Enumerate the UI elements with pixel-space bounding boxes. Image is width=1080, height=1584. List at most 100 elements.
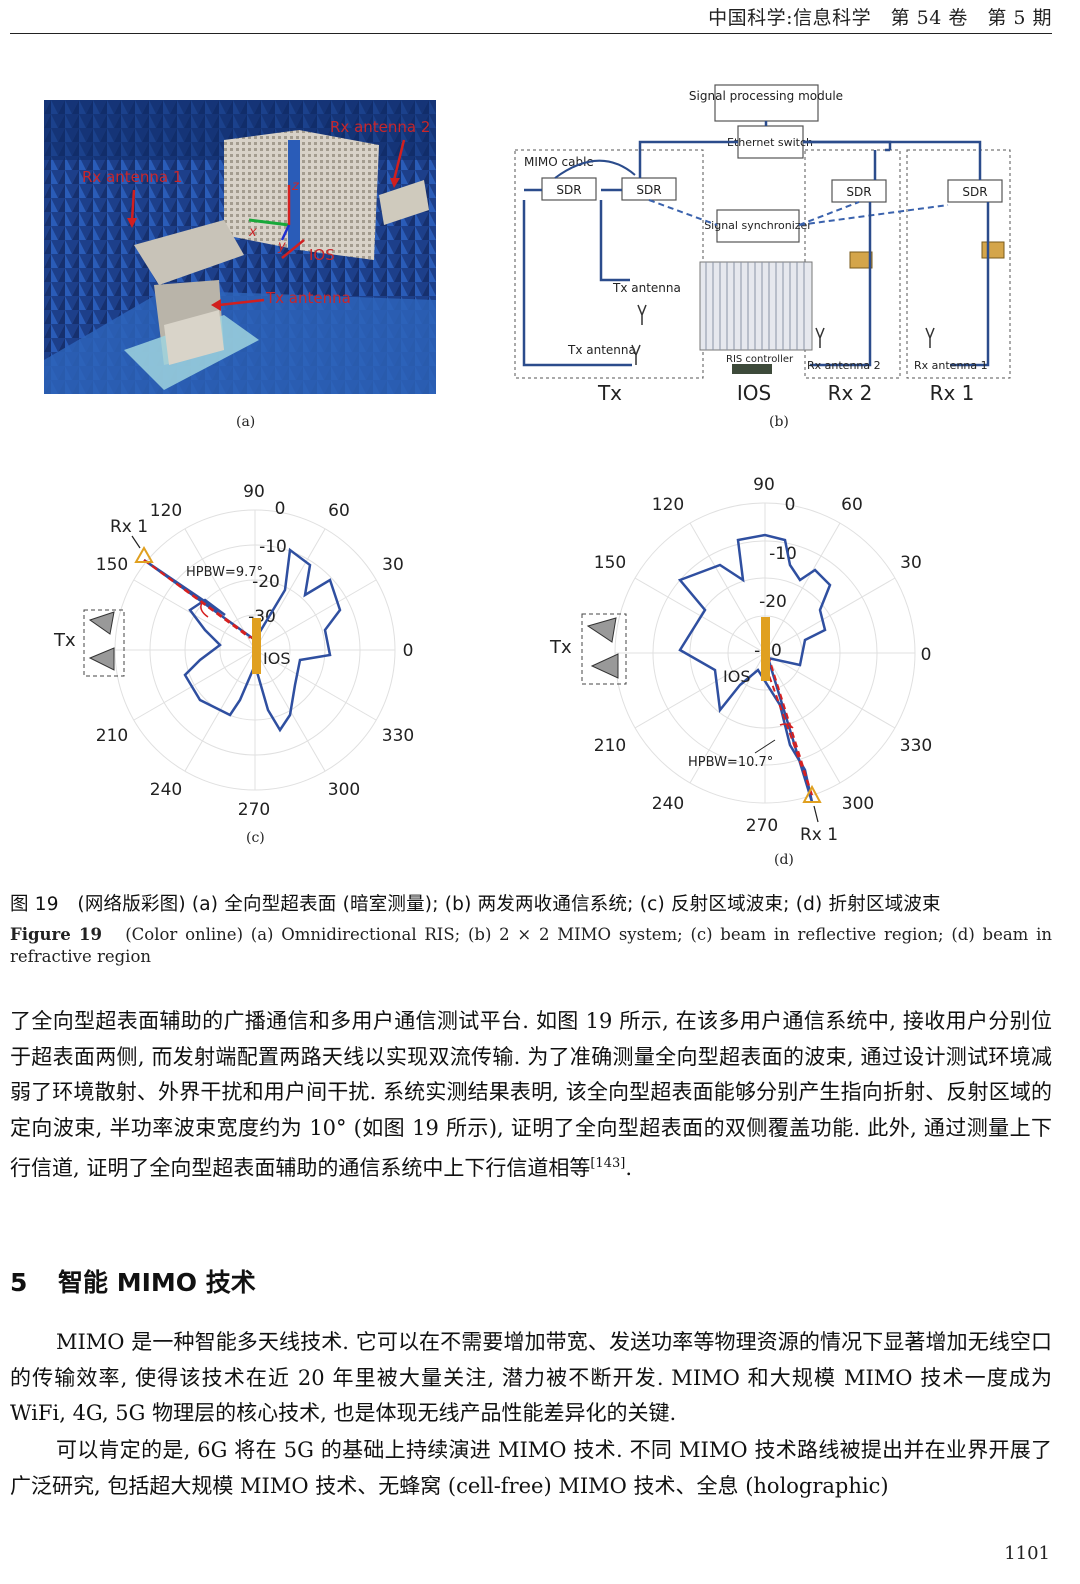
figure-panel-b: Signal processing module Ethernet switch… bbox=[510, 80, 1015, 410]
sublabel-d: (d) bbox=[774, 852, 794, 868]
tx-antenna-label-1: Tx antenna bbox=[612, 281, 681, 295]
sublabel-a: (a) bbox=[236, 414, 256, 430]
page-header: 中国科学:信息科学 第 54 卷 第 5 期 bbox=[10, 0, 1052, 34]
figure-panel-c: 90 120 60 150 30 0 210 330 240 300 270 0… bbox=[40, 470, 480, 840]
anechoic-chamber-photo: Rx antenna 2 Rx antenna 1 IOS Tx antenna… bbox=[44, 100, 436, 394]
angle-label-30: 30 bbox=[382, 555, 404, 575]
angle-label-150: 150 bbox=[594, 553, 626, 573]
angle-label-210: 210 bbox=[594, 736, 626, 756]
radial-label-0: 0 bbox=[785, 495, 796, 515]
citation-143: [143] bbox=[590, 1156, 626, 1171]
axis-z-label: z bbox=[291, 179, 300, 194]
group-label-ios: IOS bbox=[737, 381, 771, 405]
beam-pattern-refractive bbox=[677, 533, 832, 803]
ethernet-switch-box bbox=[737, 125, 804, 159]
paragraph-3-text: 可以肯定的是, 6G 将在 5G 的基础上持续演进 MIMO 技术. 不同 MI… bbox=[10, 1438, 1052, 1498]
hpbw-label: HPBW=9.7° bbox=[186, 565, 263, 580]
label-tx-antenna: Tx antenna bbox=[265, 289, 351, 307]
angle-label-240: 240 bbox=[652, 794, 684, 814]
radial-label-20: -20 bbox=[252, 572, 280, 592]
sdr-label-2: SDR bbox=[636, 183, 661, 197]
radial-label-20: -20 bbox=[759, 592, 787, 612]
angle-label-150: 150 bbox=[96, 555, 128, 575]
signal-processing-label: Signal processing module bbox=[689, 89, 843, 103]
tx-label: Tx bbox=[549, 637, 572, 658]
radial-label-0: 0 bbox=[275, 499, 286, 519]
label-rx-antenna-2: Rx antenna 2 bbox=[330, 118, 430, 136]
sdr-label-3: SDR bbox=[846, 185, 871, 199]
caption-zh: 图 19 (网络版彩图) (a) 全向型超表面 (暗室测量); (b) 两发两收… bbox=[10, 894, 941, 915]
axis-y-label: y bbox=[277, 239, 286, 254]
angle-label-90: 90 bbox=[243, 482, 265, 502]
polar-plot-refractive: 90 120 60 150 30 0 210 330 240 300 270 0… bbox=[549, 475, 932, 845]
ris-controller-label: RIS controller bbox=[726, 354, 794, 365]
paragraph-1: 了全向型超表面辅助的广播通信和多用户通信测试平台. 如图 19 所示, 在该多用… bbox=[10, 1004, 1052, 1187]
journal-header: 中国科学:信息科学 第 54 卷 第 5 期 bbox=[708, 7, 1052, 29]
signal-processing-box bbox=[714, 84, 819, 122]
caption-en-label: Figure 19 bbox=[10, 925, 102, 944]
sdr-box-4 bbox=[947, 179, 1003, 203]
ios-bar bbox=[761, 617, 770, 681]
sdr-label-1: SDR bbox=[556, 183, 581, 197]
angle-label-0: 0 bbox=[921, 645, 932, 665]
label-rx-antenna-1: Rx antenna 1 bbox=[82, 168, 182, 186]
angle-label-60: 60 bbox=[841, 495, 863, 515]
paragraph-1-text: 了全向型超表面辅助的广播通信和多用户通信测试平台. 如图 19 所示, 在该多用… bbox=[10, 1009, 1052, 1180]
angle-label-300: 300 bbox=[328, 780, 360, 800]
mimo-cable-label: MIMO cable bbox=[524, 155, 594, 169]
angle-label-300: 300 bbox=[842, 794, 874, 814]
caption-en: Figure 19 (Color online) (a) Omnidirecti… bbox=[10, 924, 1052, 968]
rx1-marker bbox=[134, 545, 154, 563]
rx1-label: Rx 1 bbox=[110, 517, 148, 537]
angle-label-120: 120 bbox=[652, 495, 684, 515]
radial-label-10: -10 bbox=[259, 537, 287, 557]
caption-en-text: (Color online) (a) Omnidirectional RIS; … bbox=[10, 925, 1052, 966]
signal-synchronizer-box bbox=[716, 209, 800, 243]
rx1-label: Rx 1 bbox=[800, 825, 838, 845]
angle-label-270: 270 bbox=[238, 800, 270, 820]
rx-antenna-1-label: Rx antenna 1 bbox=[914, 359, 988, 372]
ios-label: IOS bbox=[723, 667, 750, 686]
axis-x-label: x bbox=[248, 225, 257, 240]
angle-label-90: 90 bbox=[753, 475, 775, 495]
angle-label-60: 60 bbox=[328, 501, 350, 521]
angle-label-330: 330 bbox=[900, 736, 932, 756]
rx1-marker bbox=[802, 784, 822, 803]
label-ios: IOS bbox=[309, 246, 335, 264]
group-label-rx2: Rx 2 bbox=[828, 381, 873, 405]
section-number: 5 bbox=[10, 1268, 28, 1297]
ios-bar bbox=[252, 618, 261, 674]
sdr-label-4: SDR bbox=[962, 185, 987, 199]
figure-caption: 图 19 (网络版彩图) (a) 全向型超表面 (暗室测量); (b) 两发两收… bbox=[10, 890, 1052, 968]
section-title: 智能 MIMO 技术 bbox=[58, 1268, 256, 1297]
angle-label-30: 30 bbox=[900, 553, 922, 573]
beam-pattern-reflective bbox=[143, 547, 342, 733]
angle-label-210: 210 bbox=[96, 726, 128, 746]
angle-label-270: 270 bbox=[746, 816, 778, 836]
polar-plot-reflective: 90 120 60 150 30 0 210 330 240 300 270 0… bbox=[53, 482, 414, 820]
hpbw-label: HPBW=10.7° bbox=[688, 755, 773, 770]
angle-label-240: 240 bbox=[150, 780, 182, 800]
sublabel-c: (c) bbox=[246, 830, 265, 846]
rx1-group-box bbox=[906, 149, 1011, 379]
paragraph-2: MIMO 是一种智能多天线技术. 它可以在不需要增加带宽、发送功率等物理资源的情… bbox=[10, 1325, 1052, 1432]
group-label-tx: Tx bbox=[597, 381, 622, 405]
paragraph-3: 可以肯定的是, 6G 将在 5G 的基础上持续演进 MIMO 技术. 不同 MI… bbox=[10, 1433, 1052, 1504]
radial-label-10: -10 bbox=[769, 544, 797, 564]
figure-panel-d: 90 120 60 150 30 0 210 330 240 300 270 0… bbox=[540, 470, 980, 850]
mimo-system-diagram: Signal processing module Ethernet switch… bbox=[514, 84, 1011, 405]
sublabel-b: (b) bbox=[769, 414, 789, 430]
angle-label-0: 0 bbox=[403, 641, 414, 661]
figure-panel-a: Rx antenna 2 Rx antenna 1 IOS Tx antenna… bbox=[44, 100, 436, 394]
section-heading: 5 智能 MIMO 技术 bbox=[10, 1263, 256, 1299]
ios-surface bbox=[699, 261, 813, 351]
angle-label-330: 330 bbox=[382, 726, 414, 746]
group-label-rx1: Rx 1 bbox=[930, 381, 975, 405]
page-number: 1101 bbox=[1004, 1543, 1050, 1564]
paragraph-2-text: MIMO 是一种智能多天线技术. 它可以在不需要增加带宽、发送功率等物理资源的情… bbox=[10, 1330, 1052, 1425]
tx-label: Tx bbox=[53, 630, 76, 651]
paragraph-1-end: . bbox=[625, 1156, 633, 1180]
rx-antenna-2-label: Rx antenna 2 bbox=[807, 359, 881, 372]
tx-antenna-label-2: Tx antenna bbox=[567, 343, 636, 357]
ios-label: IOS bbox=[263, 649, 290, 668]
